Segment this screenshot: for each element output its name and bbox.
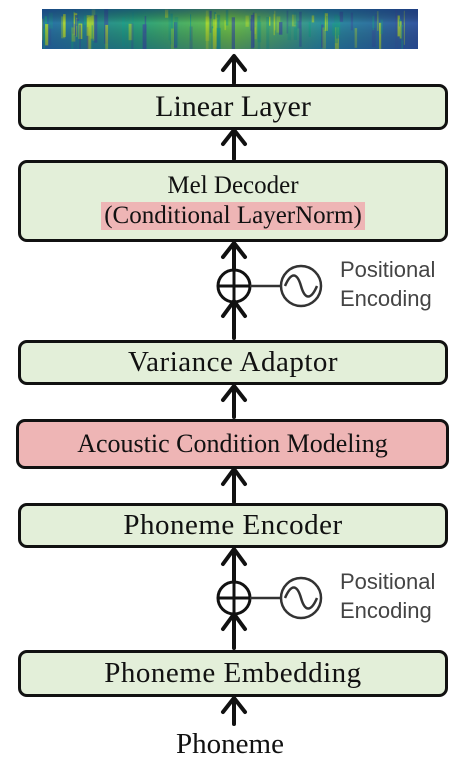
- sine-wave-icon: [279, 264, 323, 308]
- mel-decoder-sublabel: (Conditional LayerNorm): [101, 202, 365, 230]
- arrow-up-icon: [221, 384, 247, 419]
- input-phoneme-label: Phoneme: [176, 728, 284, 760]
- arrow-up-icon: [221, 696, 247, 726]
- arrow-up-icon: [221, 128, 247, 161]
- mel-spectrogram-image: [42, 9, 418, 50]
- arrow-up-icon: [221, 547, 247, 584]
- add-circle-icon: [216, 268, 252, 304]
- mel-decoder-block: Mel Decoder (Conditional LayerNorm): [18, 160, 448, 242]
- positional-encoding-line1: Positional: [340, 569, 436, 594]
- phoneme-encoder-block: Phoneme Encoder: [18, 503, 448, 548]
- add-circle-icon: [216, 580, 252, 616]
- positional-encoding-label: Positional Encoding: [340, 256, 435, 313]
- positional-encoding-line1: Positional: [340, 257, 436, 282]
- mel-decoder-label: Mel Decoder: [167, 172, 299, 199]
- positional-encoding-line2: Encoding: [340, 285, 432, 311]
- acoustic-condition-modeling-block: Acoustic Condition Modeling: [16, 419, 449, 469]
- arrow-up-icon: [221, 612, 247, 650]
- arrow-up-icon: [221, 54, 247, 85]
- positional-encoding-label: Positional Encoding: [340, 568, 435, 625]
- variance-adaptor-label: Variance Adaptor: [127, 346, 339, 379]
- phoneme-embedding-block: Phoneme Embedding: [18, 650, 448, 697]
- positional-encoding-line2: Encoding: [340, 597, 432, 623]
- variance-adaptor-block: Variance Adaptor: [18, 340, 448, 385]
- phoneme-embedding-label: Phoneme Embedding: [104, 657, 362, 690]
- phoneme-encoder-label: Phoneme Encoder: [123, 509, 343, 542]
- arrow-up-icon: [221, 467, 247, 504]
- arrow-up-icon: [221, 299, 247, 340]
- acoustic-condition-modeling-label: Acoustic Condition Modeling: [77, 429, 388, 459]
- arrow-up-icon: [221, 241, 247, 272]
- linear-layer-block: Linear Layer: [18, 84, 448, 130]
- sine-wave-icon: [279, 576, 323, 620]
- linear-layer-label: Linear Layer: [155, 90, 311, 124]
